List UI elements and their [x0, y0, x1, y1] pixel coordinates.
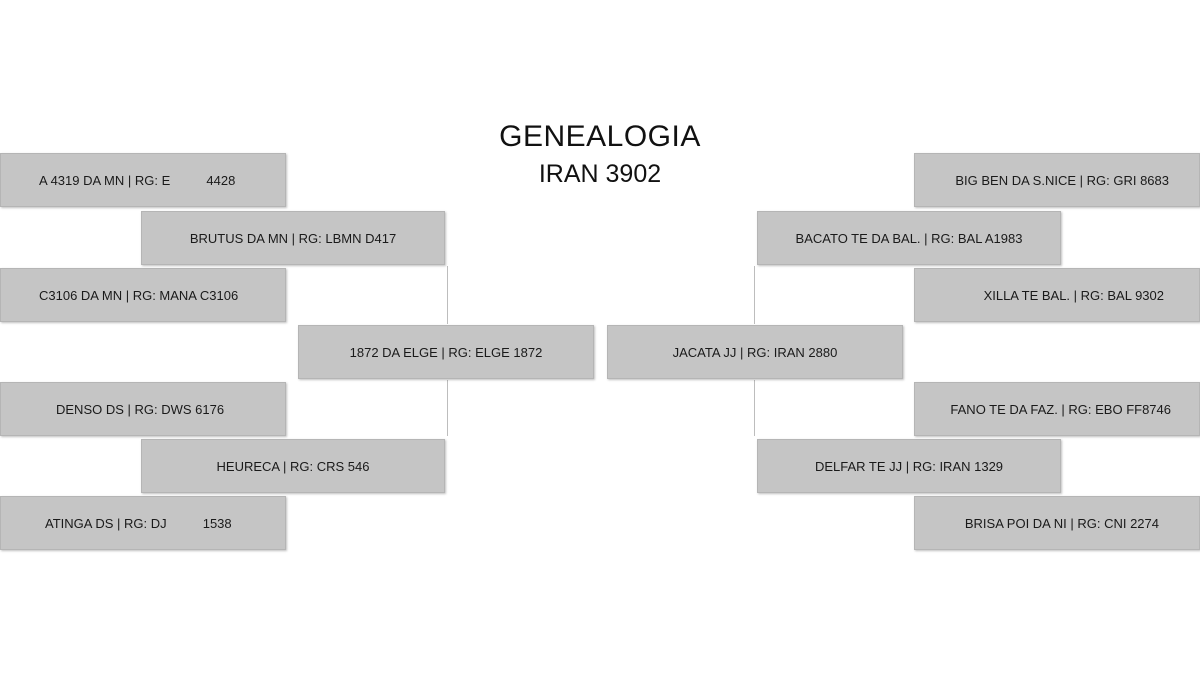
sire-connector-bottom: [447, 380, 448, 436]
dam-connector-top: [754, 266, 755, 324]
dam-connector-bottom: [754, 380, 755, 436]
sire-great-grandparent-2: C3106 DA MN | RG: MANA C3106: [0, 268, 286, 322]
sire-parent: 1872 DA ELGE | RG: ELGE 1872: [298, 325, 594, 379]
pedigree-title: GENEALOGIA: [499, 120, 701, 153]
dam-grandparent-2: DELFAR TE JJ | RG: IRAN 1329: [757, 439, 1061, 493]
sire-connector-top: [447, 266, 448, 324]
dam-great-grandparent-3: FANO TE DA FAZ. | RG: EBO FF8746: [914, 382, 1200, 436]
dam-great-grandparent-1: BIG BEN DA S.NICE | RG: GRI 8683: [914, 153, 1200, 207]
animal-id: IRAN 3902: [538, 160, 662, 188]
sire-grandparent-2: HEURECA | RG: CRS 546: [141, 439, 445, 493]
dam-great-grandparent-2: XILLA TE BAL. | RG: BAL 9302: [914, 268, 1200, 322]
sire-great-grandparent-3: DENSO DS | RG: DWS 6176: [0, 382, 286, 436]
dam-parent: JACATA JJ | RG: IRAN 2880: [607, 325, 903, 379]
dam-great-grandparent-4: BRISA POI DA NI | RG: CNI 2274: [914, 496, 1200, 550]
sire-great-grandparent-1: A 4319 DA MN | RG: E 4428: [0, 153, 286, 207]
sire-great-grandparent-4: ATINGA DS | RG: DJ 1538: [0, 496, 286, 550]
dam-grandparent-1: BACATO TE DA BAL. | RG: BAL A1983: [757, 211, 1061, 265]
sire-grandparent-1: BRUTUS DA MN | RG: LBMN D417: [141, 211, 445, 265]
